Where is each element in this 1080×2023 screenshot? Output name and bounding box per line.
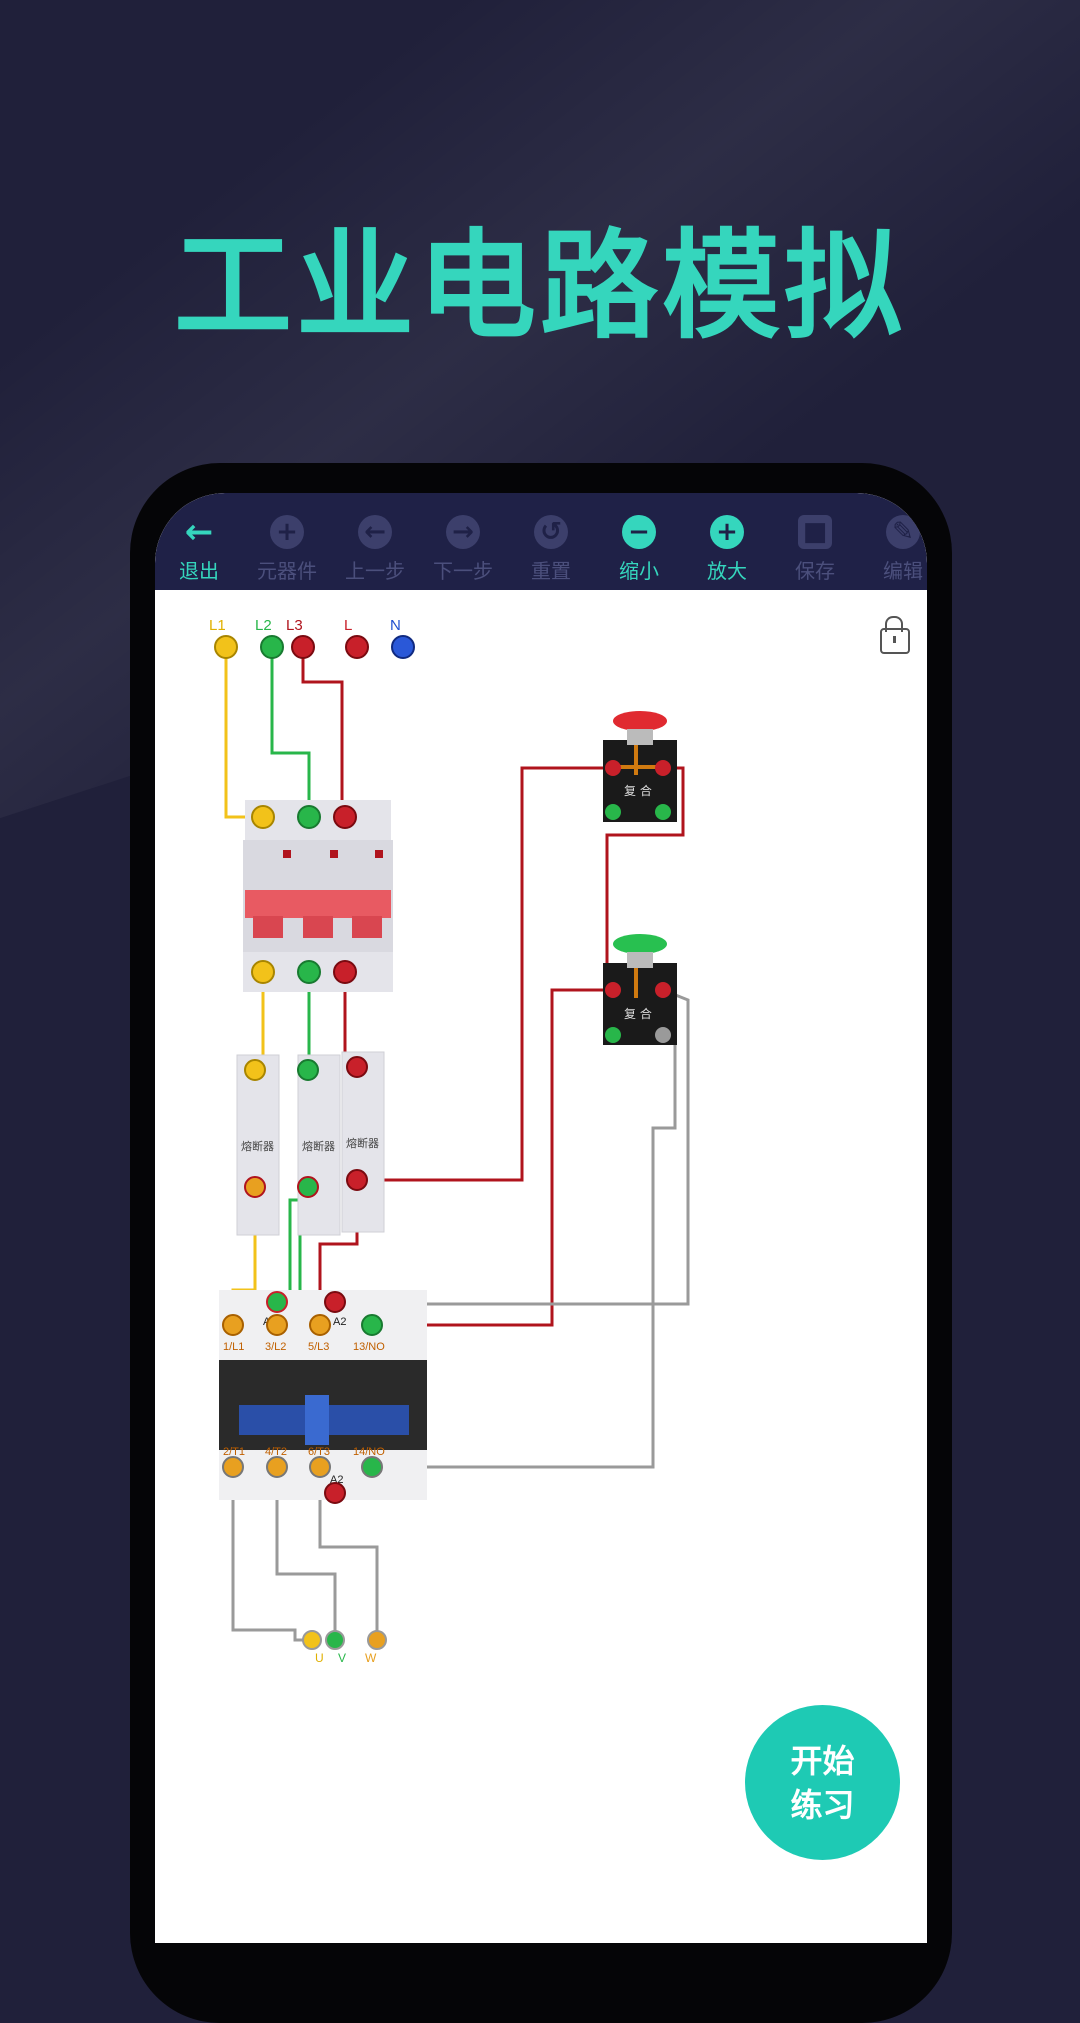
fuse-3-label: 熔断器 — [346, 1136, 379, 1150]
right-arrow-icon: → — [446, 515, 480, 549]
redo-button[interactable]: → 下一步 — [419, 515, 507, 584]
unlock-icon[interactable] — [880, 616, 910, 654]
zoom-in-button[interactable]: + 放大 — [683, 515, 771, 584]
contactor-top-2: 3/L2 — [265, 1341, 286, 1353]
contactor-a2-label: A2 — [333, 1316, 346, 1328]
undo-label: 上一步 — [345, 559, 405, 583]
terminal-l2[interactable] — [260, 635, 284, 659]
terminal-n-label: N — [390, 617, 401, 634]
start-button-label: 复 合 — [624, 1006, 652, 1021]
zoom-out-button[interactable]: − 缩小 — [595, 515, 683, 584]
plus-icon: + — [270, 515, 304, 549]
start-practice-line1: 开始 — [790, 1741, 855, 1780]
save-button[interactable]: ■ 保存 — [771, 515, 859, 584]
save-icon: ■ — [798, 515, 832, 549]
contactor-top-1: 1/L1 — [223, 1341, 244, 1353]
contactor-bottom-2: 4/T2 — [265, 1446, 287, 1458]
zoom-out-label: 缩小 — [619, 559, 659, 583]
wire-fuse-stop[interactable] — [357, 766, 613, 1182]
components-label: 元器件 — [257, 559, 317, 583]
wire-l1[interactable] — [224, 647, 263, 819]
zoom-out-icon: − — [622, 515, 656, 549]
terminal-l-label: L — [344, 617, 352, 634]
reset-icon: ↺ — [534, 515, 568, 549]
terminal-l[interactable] — [345, 635, 369, 659]
fuse-1-label: 熔断器 — [241, 1139, 274, 1153]
contactor-bottom-1: 2/T1 — [223, 1446, 245, 1458]
components-button[interactable]: + 元器件 — [243, 515, 331, 584]
edit-label: 编辑 — [883, 559, 923, 583]
motor-v-label: V — [338, 1651, 346, 1665]
motor-w-label: W — [365, 1651, 377, 1665]
back-arrow-icon: ← — [184, 512, 214, 552]
reset-button[interactable]: ↺ 重置 — [507, 515, 595, 584]
undo-button[interactable]: ← 上一步 — [331, 515, 419, 584]
terminal-l1[interactable] — [214, 635, 238, 659]
toolbar: ← 退出 + 元器件 ← 上一步 → 下一步 ↺ 重置 − 缩小 + 放大 ■ — [155, 493, 927, 590]
exit-button[interactable]: ← 退出 — [155, 515, 243, 584]
wire-l2[interactable] — [270, 647, 311, 817]
save-label: 保存 — [795, 559, 835, 583]
fuse-2-label: 熔断器 — [302, 1139, 335, 1153]
terminal-l3-label: L3 — [286, 617, 303, 634]
edit-icon: ✎ — [886, 515, 920, 549]
circuit-canvas[interactable]: L1 L2 L3 L N — [155, 590, 927, 1943]
start-button-component[interactable]: 复 合 — [603, 934, 677, 1045]
contactor-top-4: 13/NO — [353, 1341, 385, 1353]
motor-u-label: U — [315, 1651, 324, 1665]
wire-l3[interactable] — [301, 647, 344, 817]
app-screen: ← 退出 + 元器件 ← 上一步 → 下一步 ↺ 重置 − 缩小 + 放大 ■ — [155, 493, 927, 1943]
start-practice-line2: 练习 — [790, 1785, 855, 1824]
wire-t3-w[interactable] — [318, 1467, 379, 1640]
wire-start-13no[interactable] — [372, 988, 613, 1327]
stop-button-label: 复 合 — [624, 783, 652, 798]
contactor[interactable]: A1 A2 1/L1 3/L2 5/L3 13/NO 2/T1 4/T2 6/T… — [219, 1290, 427, 1504]
edit-button[interactable]: ✎ 编辑 — [859, 515, 927, 584]
fuses[interactable]: 熔断器 熔断器 熔断器 — [236, 1051, 385, 1236]
wire-t2-v[interactable] — [275, 1467, 337, 1640]
terminal-n[interactable] — [391, 635, 415, 659]
start-practice-button[interactable]: 开始 练习 — [745, 1705, 900, 1860]
terminal-l2-label: L2 — [255, 617, 272, 634]
zoom-in-label: 放大 — [707, 559, 747, 583]
redo-label: 下一步 — [433, 559, 493, 583]
reset-label: 重置 — [531, 559, 571, 583]
contactor-bottom-4: 14/NO — [353, 1446, 385, 1458]
contactor-top-3: 5/L3 — [308, 1341, 329, 1353]
circuit-breaker[interactable] — [243, 800, 393, 992]
exit-label: 退出 — [179, 559, 219, 583]
motor[interactable]: U V W — [302, 1630, 387, 1665]
terminal-l1-label: L1 — [209, 617, 226, 634]
wire-t1-u[interactable] — [231, 1467, 312, 1642]
headline: 工业电路模拟 — [173, 217, 906, 355]
power-terminals: L1 L2 L3 L N — [209, 617, 415, 659]
left-arrow-icon: ← — [358, 515, 392, 549]
zoom-in-icon: + — [710, 515, 744, 549]
terminal-l3[interactable] — [291, 635, 315, 659]
stop-button-component[interactable]: 复 合 — [603, 711, 677, 822]
contactor-bottom-3: 6/T3 — [308, 1446, 330, 1458]
